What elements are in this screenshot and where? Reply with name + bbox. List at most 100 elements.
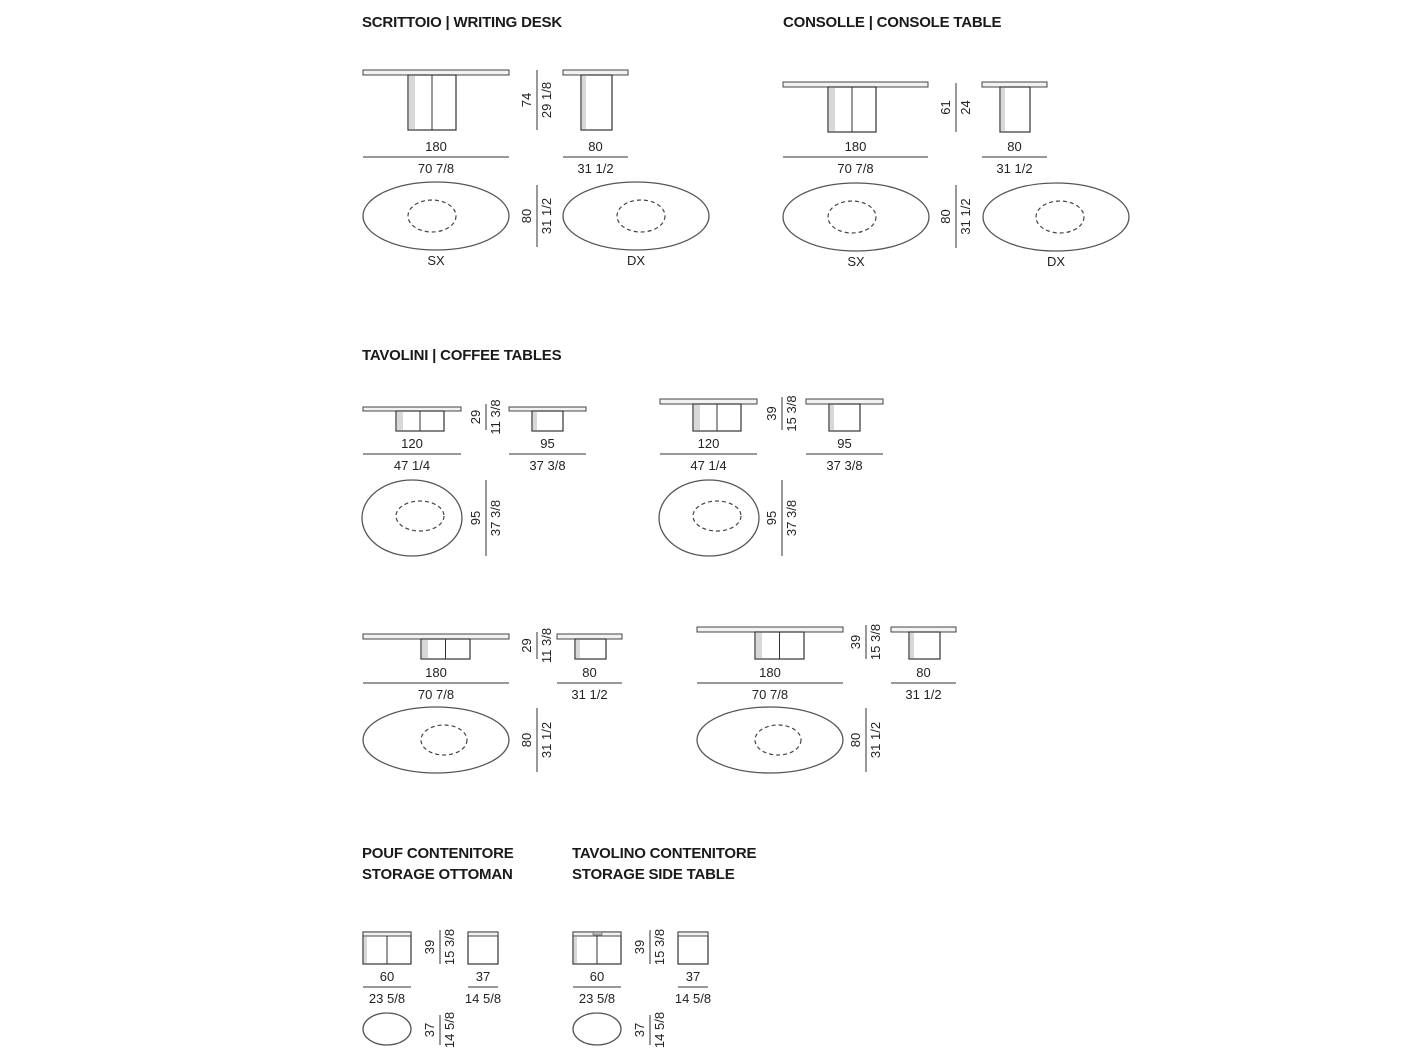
pedestal-shading xyxy=(409,76,415,129)
section-title-coffee-tables: TAVOLINI | COFFEE TABLES xyxy=(362,347,562,364)
front-width-in: 23 5/8 xyxy=(579,991,615,1006)
side-width-cm: 80 xyxy=(916,665,930,680)
plan-label-sx: SX xyxy=(847,254,865,269)
pedestal-shading xyxy=(397,412,403,430)
depth-dimension-cm: 37 xyxy=(632,1023,647,1037)
lid-side xyxy=(677,931,709,937)
plan-label-dx: DX xyxy=(1047,254,1065,269)
depth-dimension-in: 37 3/8 xyxy=(488,500,503,536)
table-top-side xyxy=(508,406,587,412)
table-top-front xyxy=(362,406,462,412)
side-width-in: 37 3/8 xyxy=(826,458,862,473)
side-width-cm: 95 xyxy=(540,436,554,451)
plan-view-left xyxy=(362,181,510,251)
base-outline-dashed xyxy=(1035,200,1085,234)
height-dimension-in: 15 3/8 xyxy=(442,929,457,965)
front-width-in: 70 7/8 xyxy=(418,687,454,702)
side-width-cm: 95 xyxy=(837,436,851,451)
table-top-front xyxy=(696,626,844,633)
base-outline-dashed xyxy=(754,724,802,756)
base-outline-dashed xyxy=(420,724,468,756)
side-width-cm: 37 xyxy=(476,969,490,984)
plan-label-dx: DX xyxy=(627,253,645,268)
plan-view-left xyxy=(782,182,930,252)
storage-side-table-title-it: TAVOLINO CONTENITORE xyxy=(572,845,757,862)
pedestal-shading xyxy=(830,405,834,430)
plan-view xyxy=(658,479,760,557)
front-width-cm: 120 xyxy=(698,436,720,451)
depth-dimension-cm: 37 xyxy=(422,1023,437,1037)
height-dimension-in: 29 1/8 xyxy=(539,82,554,118)
depth-dimension-cm: 80 xyxy=(938,209,953,223)
front-width-in: 23 5/8 xyxy=(369,991,405,1006)
height-dimension-cm: 29 xyxy=(468,410,483,424)
depth-dimension-cm: 80 xyxy=(848,733,863,747)
table-top-front xyxy=(782,81,929,88)
side-width-in: 31 1/2 xyxy=(905,687,941,702)
side-width-cm: 80 xyxy=(588,139,602,154)
front-width-in: 70 7/8 xyxy=(837,161,873,176)
box-shading xyxy=(574,937,577,963)
base-outline-dashed xyxy=(395,500,445,532)
plan-view xyxy=(696,706,844,774)
table-top-side xyxy=(562,69,629,76)
pedestal-side xyxy=(908,631,941,660)
depth-dimension-cm: 95 xyxy=(468,511,483,525)
table-top-side xyxy=(890,626,957,633)
height-dimension-cm: 74 xyxy=(519,93,534,107)
table-top-side xyxy=(556,633,623,640)
box-shading xyxy=(364,937,367,963)
side-width-cm: 37 xyxy=(686,969,700,984)
pedestal-side xyxy=(580,74,613,131)
section-title-console-table: CONSOLLE | CONSOLE TABLE xyxy=(783,14,1001,31)
height-dimension-in: 15 3/8 xyxy=(868,624,883,660)
front-width-cm: 180 xyxy=(845,139,867,154)
side-width-in: 31 1/2 xyxy=(577,161,613,176)
depth-dimension-cm: 95 xyxy=(764,511,779,525)
plan-label-sx: SX xyxy=(427,253,445,268)
depth-dimension-in: 14 5/8 xyxy=(652,1012,667,1048)
storage-ottoman-title-it: POUF CONTENITORE xyxy=(362,845,514,862)
pedestal-side xyxy=(531,410,564,432)
front-width-in: 70 7/8 xyxy=(752,687,788,702)
front-width-cm: 180 xyxy=(425,139,447,154)
side-width-in: 14 5/8 xyxy=(465,991,501,1006)
plan-view xyxy=(361,479,463,557)
pedestal-shading xyxy=(533,412,537,430)
storage-side-table-title-en: STORAGE SIDE TABLE xyxy=(572,866,735,883)
height-dimension-in: 11 3/8 xyxy=(539,628,554,663)
side-width-in: 37 3/8 xyxy=(529,458,565,473)
lid-side xyxy=(467,931,499,937)
depth-dimension-cm: 80 xyxy=(519,733,534,747)
plan-view-right xyxy=(982,182,1130,252)
table-top-front xyxy=(362,69,510,76)
depth-dimension-in: 31 1/2 xyxy=(958,198,973,234)
front-width-cm: 60 xyxy=(590,969,604,984)
table-top-front xyxy=(362,633,510,640)
base-outline-dashed xyxy=(827,200,877,234)
plan-view-right xyxy=(562,181,710,251)
pedestal-shading xyxy=(422,640,428,658)
height-dimension-in: 15 3/8 xyxy=(784,395,799,431)
pedestal-shading xyxy=(829,88,835,131)
height-dimension-in: 24 xyxy=(958,100,973,114)
pedestal-side xyxy=(828,403,861,432)
pedestal-shading xyxy=(582,76,586,129)
depth-dimension-in: 31 1/2 xyxy=(539,722,554,758)
pedestal-shading xyxy=(576,640,580,658)
table-top-side xyxy=(981,81,1048,88)
front-width-cm: 120 xyxy=(401,436,423,451)
pedestal-shading xyxy=(694,405,700,430)
table-top-side xyxy=(805,398,884,405)
table-top-front xyxy=(659,398,758,405)
depth-dimension-in: 14 5/8 xyxy=(442,1012,457,1048)
front-width-in: 47 1/4 xyxy=(690,458,726,473)
pedestal-side xyxy=(574,638,607,660)
pedestal-shading xyxy=(756,633,762,658)
height-dimension-in: 11 3/8 xyxy=(488,399,503,434)
plan-view xyxy=(362,1012,412,1046)
front-width-in: 47 1/4 xyxy=(394,458,430,473)
height-dimension-cm: 39 xyxy=(848,635,863,649)
